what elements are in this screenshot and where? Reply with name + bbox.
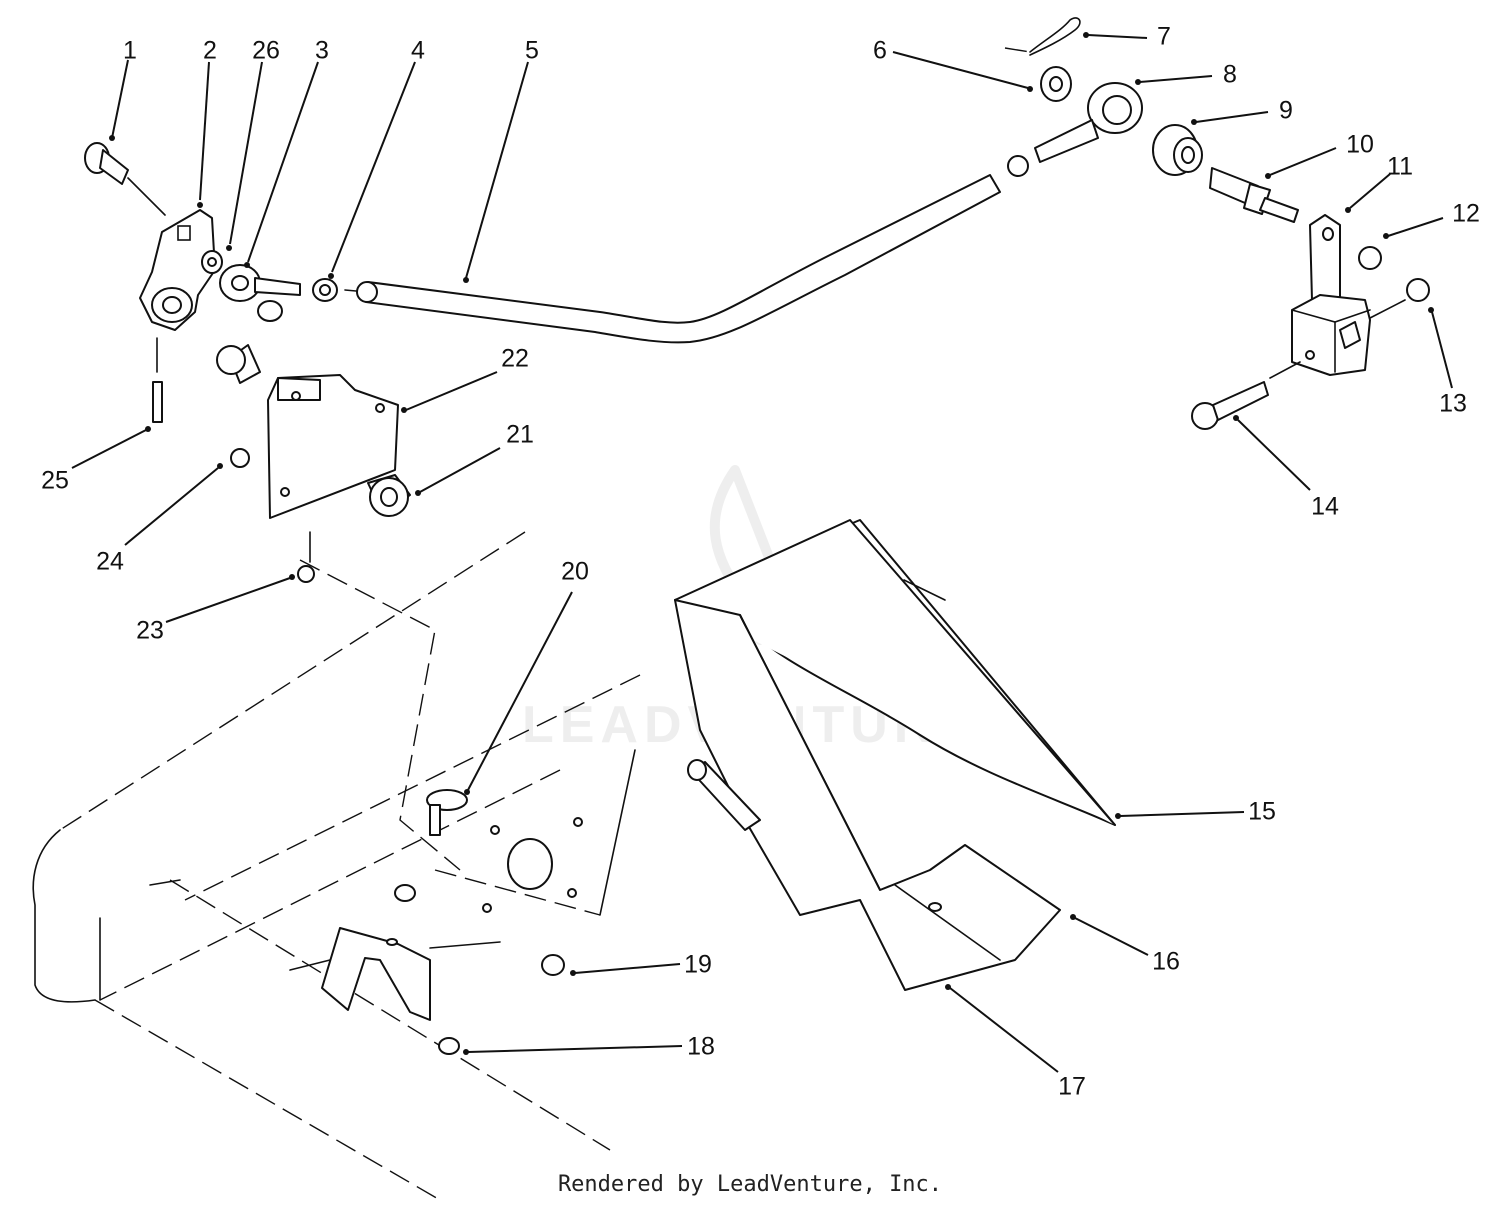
callout-26: 26	[226, 37, 280, 251]
callout-label: 16	[1152, 948, 1180, 976]
callout-label: 10	[1346, 131, 1374, 159]
callout-12: 12	[1383, 200, 1480, 239]
callout-label: 2	[203, 37, 217, 65]
callout-19: 19	[570, 951, 712, 979]
callout-label: 6	[873, 37, 887, 65]
callout-label: 13	[1439, 390, 1467, 418]
callout-label: 3	[315, 37, 329, 65]
part-10-shoulder-bolt	[1209, 167, 1299, 223]
callout-1: 1	[109, 37, 137, 141]
part-11-pivot-arm	[1291, 214, 1371, 376]
callout-label: 24	[96, 548, 124, 576]
tractor-body-outline	[32, 531, 641, 1201]
part-17-discharge-chute	[674, 599, 1061, 991]
callout-label: 17	[1058, 1073, 1086, 1101]
callout-label: 22	[501, 345, 529, 373]
callout-label: 18	[687, 1033, 715, 1061]
part-26-washer	[201, 250, 223, 274]
part-25-roll-pin	[152, 337, 163, 423]
part-12-nut	[1358, 246, 1382, 270]
callout-3: 3	[244, 37, 329, 268]
part-2-mounting-bracket	[139, 209, 216, 331]
part-19-bolt	[482, 817, 583, 976]
callout-24: 24	[96, 463, 223, 576]
callout-7: 7	[1083, 23, 1171, 51]
callout-4: 4	[328, 37, 425, 279]
callout-18: 18	[463, 1033, 715, 1061]
callout-label: 15	[1248, 798, 1276, 826]
callout-11: 11	[1345, 153, 1413, 213]
part-5-control-rod	[344, 174, 1001, 344]
callout-label: 5	[525, 37, 539, 65]
callout-9: 9	[1191, 97, 1293, 125]
part-23-screw	[297, 531, 315, 583]
callout-label: 1	[123, 37, 137, 65]
part-1-carriage-bolt	[84, 142, 166, 216]
part-9-spacer	[1152, 124, 1203, 176]
callout-label: 12	[1452, 200, 1480, 228]
part-22-mount-plate	[216, 344, 399, 519]
part-4-nut	[312, 278, 338, 302]
part-13-nut	[1369, 278, 1430, 319]
callout-14: 14	[1233, 415, 1339, 521]
callout-label: 4	[411, 37, 425, 65]
part-15-deflector	[674, 519, 1116, 826]
callout-13: 13	[1428, 307, 1467, 418]
callout-21: 21	[415, 421, 534, 496]
part-20-shoulder-bolt	[426, 789, 468, 836]
part-14-hex-bolt	[1191, 361, 1301, 430]
callout-label: 8	[1223, 61, 1237, 89]
callout-label: 19	[684, 951, 712, 979]
callout-label: 26	[252, 37, 280, 65]
part-8-rod-end	[1007, 82, 1143, 177]
callout-16: 16	[1070, 914, 1180, 976]
callout-label: 21	[506, 421, 534, 449]
callout-22: 22	[401, 345, 529, 413]
callout-23: 23	[136, 574, 295, 645]
footer-credit: Rendered by LeadVenture, Inc.	[557, 1172, 943, 1197]
callout-20: 20	[464, 558, 589, 795]
callout-label: 25	[41, 467, 69, 495]
part-18-bracket-nut	[321, 884, 460, 1055]
callout-2: 2	[197, 37, 217, 208]
callout-label: 7	[1157, 23, 1171, 51]
part-3-ball-joint	[219, 264, 301, 322]
callout-25: 25	[41, 426, 151, 495]
part-6-washer	[1040, 66, 1072, 102]
callout-8: 8	[1135, 61, 1237, 89]
callout-10: 10	[1265, 131, 1374, 179]
callout-label: 14	[1311, 493, 1339, 521]
callout-label: 20	[561, 558, 589, 586]
callout-6: 6	[873, 37, 1033, 92]
callout-15: 15	[1115, 798, 1276, 826]
callout-label: 9	[1279, 97, 1293, 125]
callout-label: 23	[136, 617, 164, 645]
part-24-nut	[230, 448, 250, 468]
part-7-cotter-pin	[1004, 17, 1081, 56]
callout-label: 11	[1387, 153, 1413, 181]
callout-5: 5	[463, 37, 539, 283]
callout-17: 17	[945, 984, 1086, 1101]
